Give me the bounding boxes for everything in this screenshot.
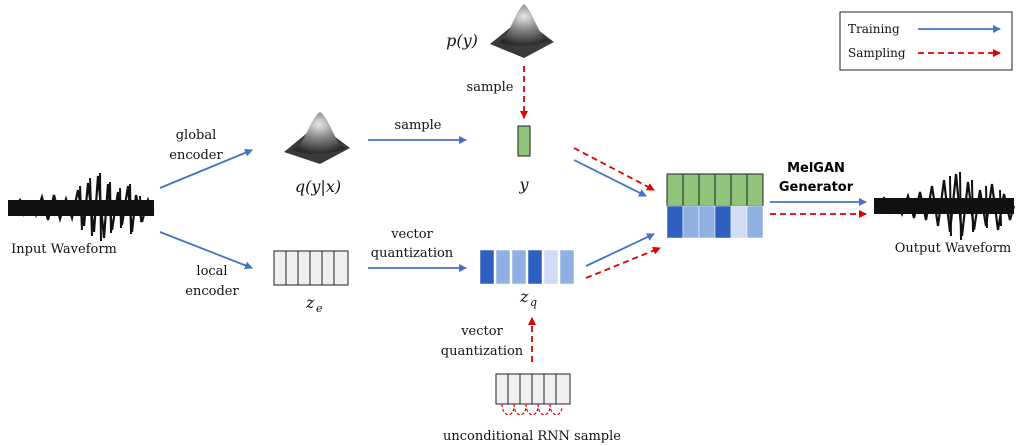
decoder-input-top [666, 173, 764, 207]
input-waveform [8, 172, 155, 242]
rnn-vector [495, 373, 571, 405]
zq-cell-4 [527, 249, 543, 285]
local-encoder-label-1: local [196, 264, 227, 279]
sample-top-label: sample [467, 80, 514, 95]
y-to-decoder-sampling-arrow [573, 147, 655, 191]
decoder-bottom-cell-1 [666, 205, 684, 239]
zq-label-sub: q [530, 296, 537, 309]
decoder-input-bottom [666, 205, 764, 239]
y-latent-vector [517, 125, 531, 157]
zq-cell-2 [495, 249, 511, 285]
ze-vector [273, 250, 349, 286]
sample-mid-label: sample [395, 118, 442, 133]
decoder-bottom-cell-3 [698, 205, 716, 239]
global-encoder-label-2: encoder [169, 148, 223, 163]
ze-label-base: z [305, 293, 315, 312]
zq-label-base: z [519, 287, 529, 306]
q-y-given-x-label: q(y|x) [295, 177, 341, 196]
output-waveform [874, 171, 1016, 241]
vq-bottom-label-1: vector [460, 324, 503, 339]
input-waveform-label: Input Waveform [11, 242, 117, 257]
legend: Training Sampling [839, 11, 1013, 71]
decoder-bottom-cell-4 [714, 205, 732, 239]
posterior-gaussian-icon [284, 112, 350, 164]
zq-to-decoder-training-arrow [585, 233, 655, 267]
decoder-bottom-cell-2 [682, 205, 700, 239]
legend-sampling-label: Sampling [848, 46, 906, 60]
legend-training-label: Training [848, 22, 900, 36]
zq-to-decoder-sampling-arrow [585, 246, 661, 279]
vq-bottom-label-2: quantization [441, 344, 524, 359]
output-waveform-label: Output Waveform [895, 241, 1012, 256]
zq-cell-6 [559, 249, 575, 285]
melgan-label-2: Generator [779, 180, 854, 195]
local-encoder-label-2: encoder [185, 284, 239, 299]
zq-vector [479, 249, 575, 285]
vq-mid-label-1: vector [390, 227, 433, 242]
ze-label-sub: e [316, 302, 323, 315]
zq-cell-1 [479, 249, 495, 285]
zq-cell-3 [511, 249, 527, 285]
p-y-label: p(y) [446, 31, 478, 50]
zq-cell-5 [543, 249, 559, 285]
y-label: y [518, 175, 529, 194]
local-encoder-arrow [159, 231, 253, 270]
rnn-autoregressive-loops [501, 403, 563, 416]
global-encoder-label-1: global [176, 128, 217, 143]
decoder-bottom-cell-5 [730, 205, 748, 239]
melgan-label-1: MelGAN [787, 161, 845, 176]
prior-gaussian-icon [490, 4, 554, 58]
rnn-sample-label: unconditional RNN sample [443, 429, 621, 444]
vq-mid-label-2: quantization [371, 246, 454, 261]
global-encoder-arrow [159, 148, 253, 189]
y-to-decoder-training-arrow [573, 159, 647, 197]
decoder-bottom-cell-6 [746, 205, 764, 239]
